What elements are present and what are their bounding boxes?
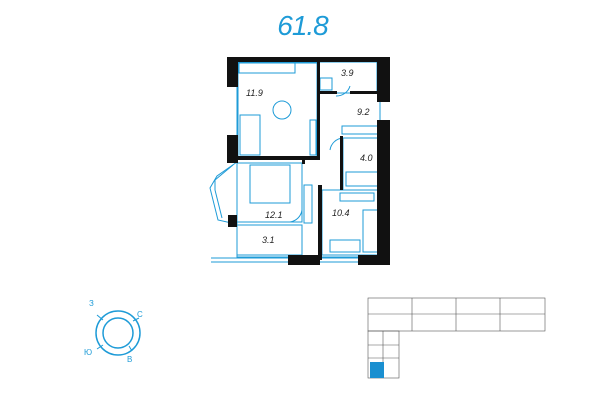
bed <box>249 164 291 204</box>
closet-3 <box>303 184 313 224</box>
area-label-balcony: 3.1 <box>262 235 275 245</box>
compass <box>95 310 141 356</box>
bathtub <box>345 171 379 187</box>
room-balcony <box>236 224 303 256</box>
room-kitchen-living <box>237 62 318 159</box>
sofa <box>239 114 261 156</box>
room-bathroom-2 <box>342 137 381 191</box>
room-bedroom-1 <box>236 162 303 223</box>
area-label-bedroom-1: 12.1 <box>265 210 283 220</box>
door-swing <box>335 85 351 97</box>
minimap-apartment-highlight <box>370 362 384 378</box>
room-bedroom-2 <box>321 189 381 256</box>
compass-east: В <box>127 355 132 364</box>
area-label-bathroom-2: 4.0 <box>360 153 373 163</box>
wall <box>227 57 390 62</box>
compass-north: С <box>137 310 143 319</box>
compass-south: Ю <box>84 348 92 357</box>
desk <box>329 239 361 253</box>
area-label-hallway: 9.2 <box>357 107 370 117</box>
area-label-bathroom-1: 3.9 <box>341 68 354 78</box>
wardrobe <box>309 119 317 156</box>
closet-1 <box>341 125 379 135</box>
washing-machine <box>319 77 333 91</box>
area-label-bedroom-2: 10.4 <box>332 208 350 218</box>
compass-west: З <box>89 299 94 308</box>
bay-window <box>209 161 238 225</box>
building-minimap <box>367 297 546 379</box>
kitchen-counter <box>238 62 296 74</box>
dining-table <box>272 100 292 120</box>
apartment-area-title: 61.8 <box>277 10 329 41</box>
closet-2 <box>339 192 375 202</box>
area-label-kitchen: 11.9 <box>246 88 263 98</box>
single-bed <box>362 209 379 253</box>
